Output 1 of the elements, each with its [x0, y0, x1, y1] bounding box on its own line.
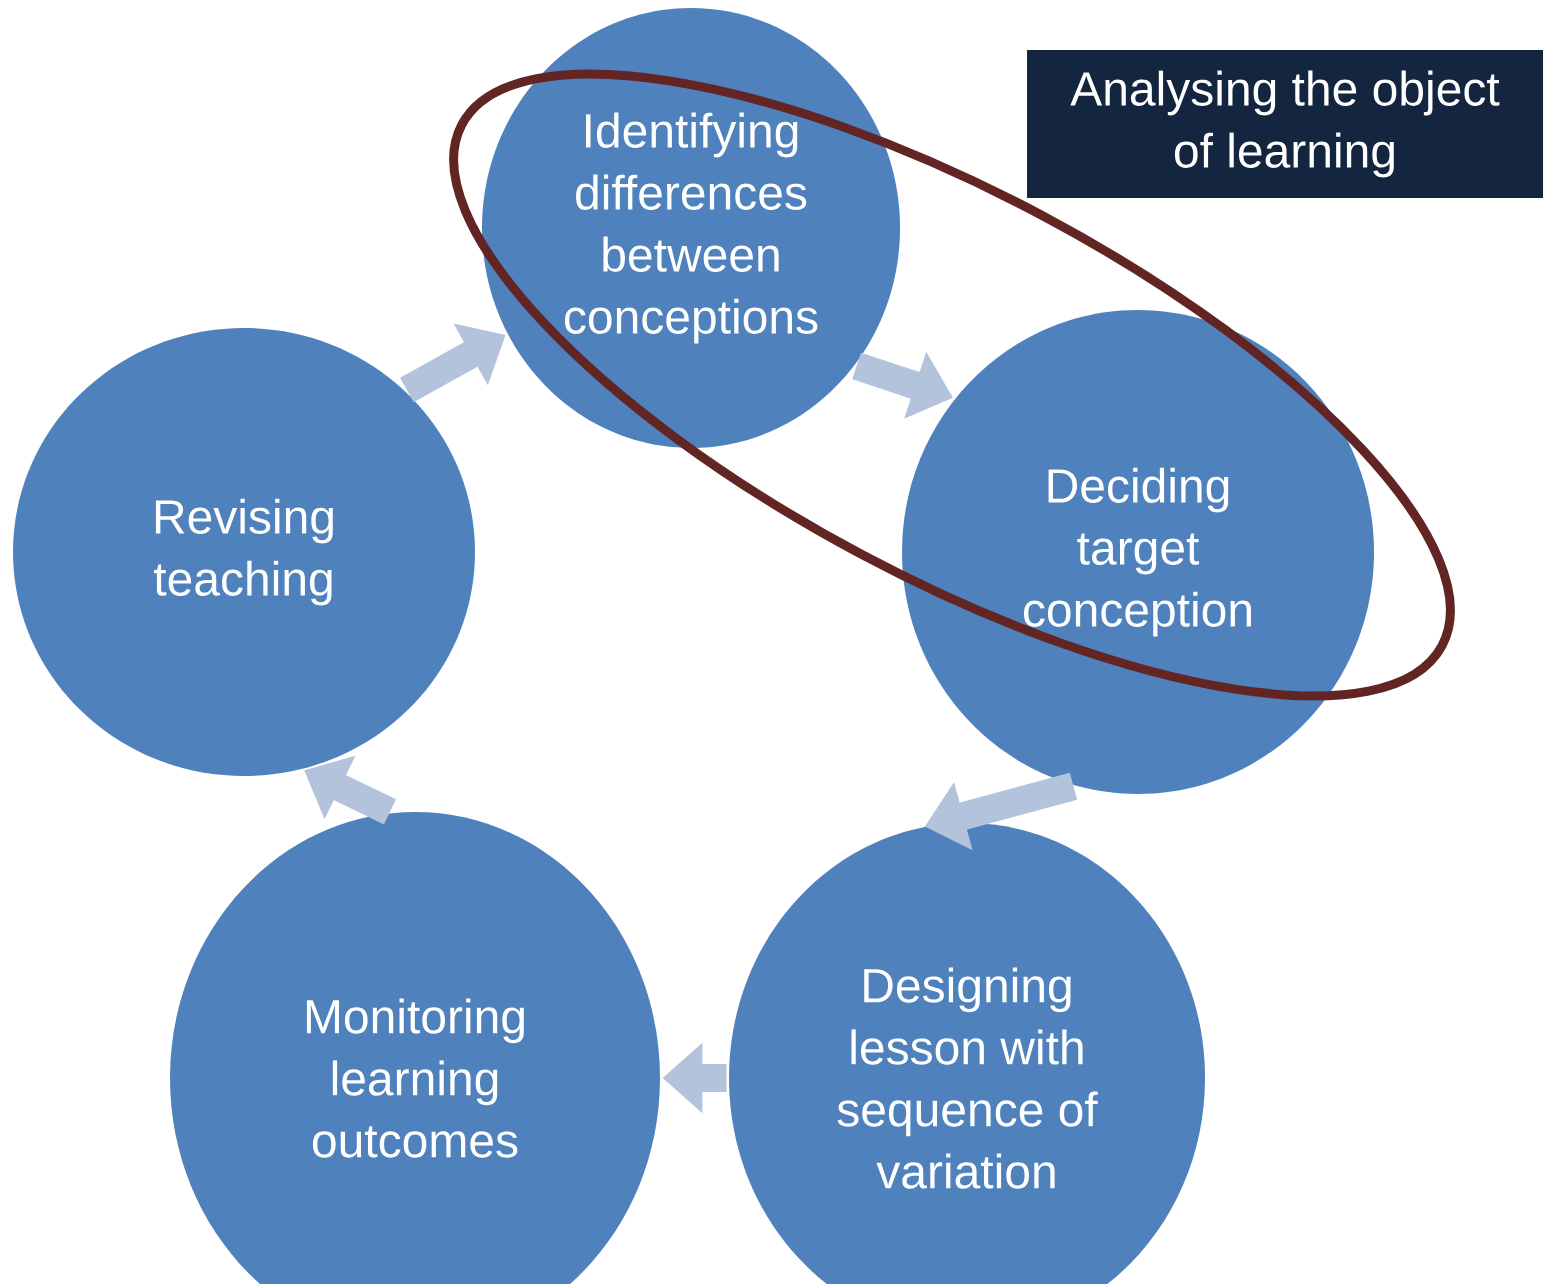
label-box: Analysing the object of learning — [1027, 50, 1544, 198]
